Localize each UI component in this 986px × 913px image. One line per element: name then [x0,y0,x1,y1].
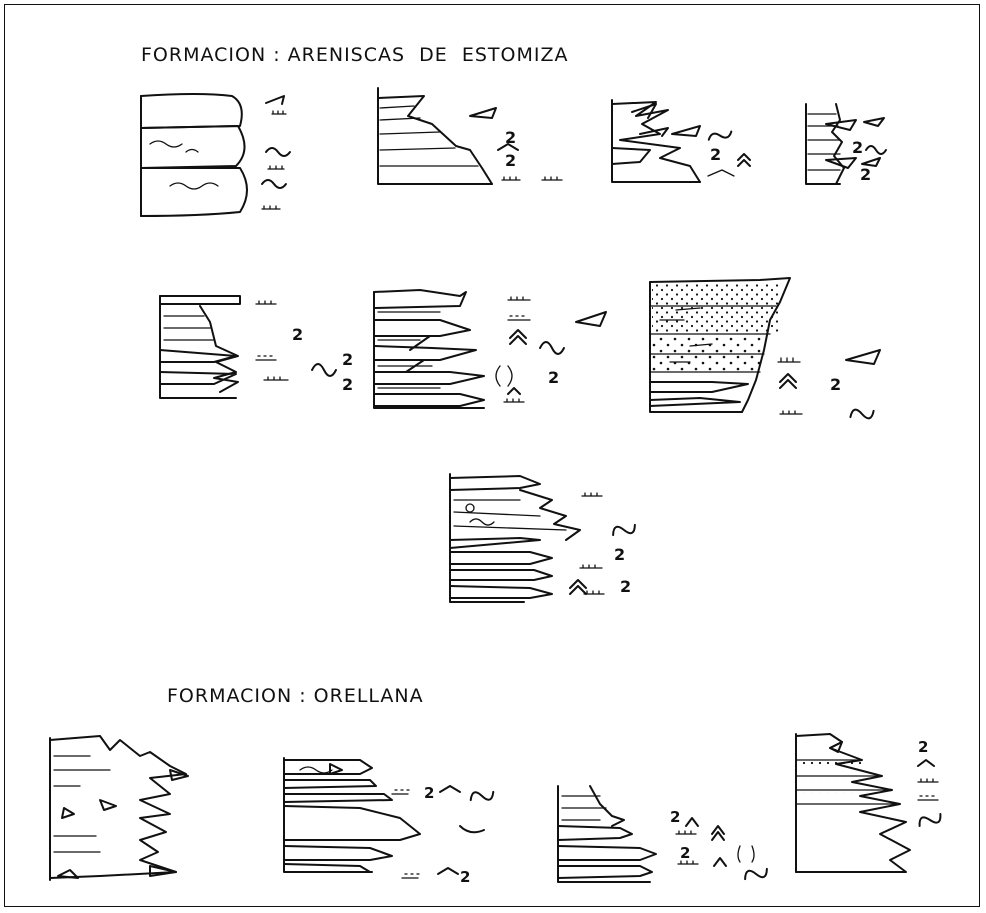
column-orellana-4: 2 [795,733,942,873]
column-estomiza-6: 2 [373,289,607,409]
column-estomiza-2: 2 2 [377,87,563,185]
svg-text:2: 2 [918,738,928,756]
title-orellana: FORMACION : ORELLANA [167,685,424,707]
column-orellana-1 [49,735,189,881]
svg-text:2: 2 [614,545,625,564]
column-estomiza-8: 2 2 [449,473,636,603]
svg-text:2: 2 [852,138,863,157]
svg-text:2: 2 [710,145,721,164]
svg-text:2: 2 [505,151,516,170]
svg-text:2: 2 [620,577,631,596]
svg-text:2: 2 [342,350,353,369]
svg-text:2: 2 [680,844,690,862]
column-orellana-3: 2 2 [557,785,768,883]
svg-text:2: 2 [424,784,434,802]
svg-text:2: 2 [860,165,871,184]
column-estomiza-3: 2 [611,99,751,183]
column-estomiza-4: 2 2 [805,103,887,185]
symbols-estomiza-1 [261,95,291,210]
svg-text:2: 2 [548,368,559,387]
title-estomiza: FORMACION : ARENISCAS DE ESTOMIZA [141,44,569,66]
column-orellana-2: 2 2 [283,757,495,886]
column-estomiza-7: 2 [649,277,881,420]
svg-text:2: 2 [670,808,680,826]
svg-text:2: 2 [292,325,303,344]
column-estomiza-1 [140,93,248,217]
svg-text:2: 2 [505,128,516,147]
column-estomiza-5: 2 2 2 [159,295,353,399]
svg-text:2: 2 [460,868,470,886]
svg-text:2: 2 [342,375,353,394]
svg-text:2: 2 [830,375,841,394]
